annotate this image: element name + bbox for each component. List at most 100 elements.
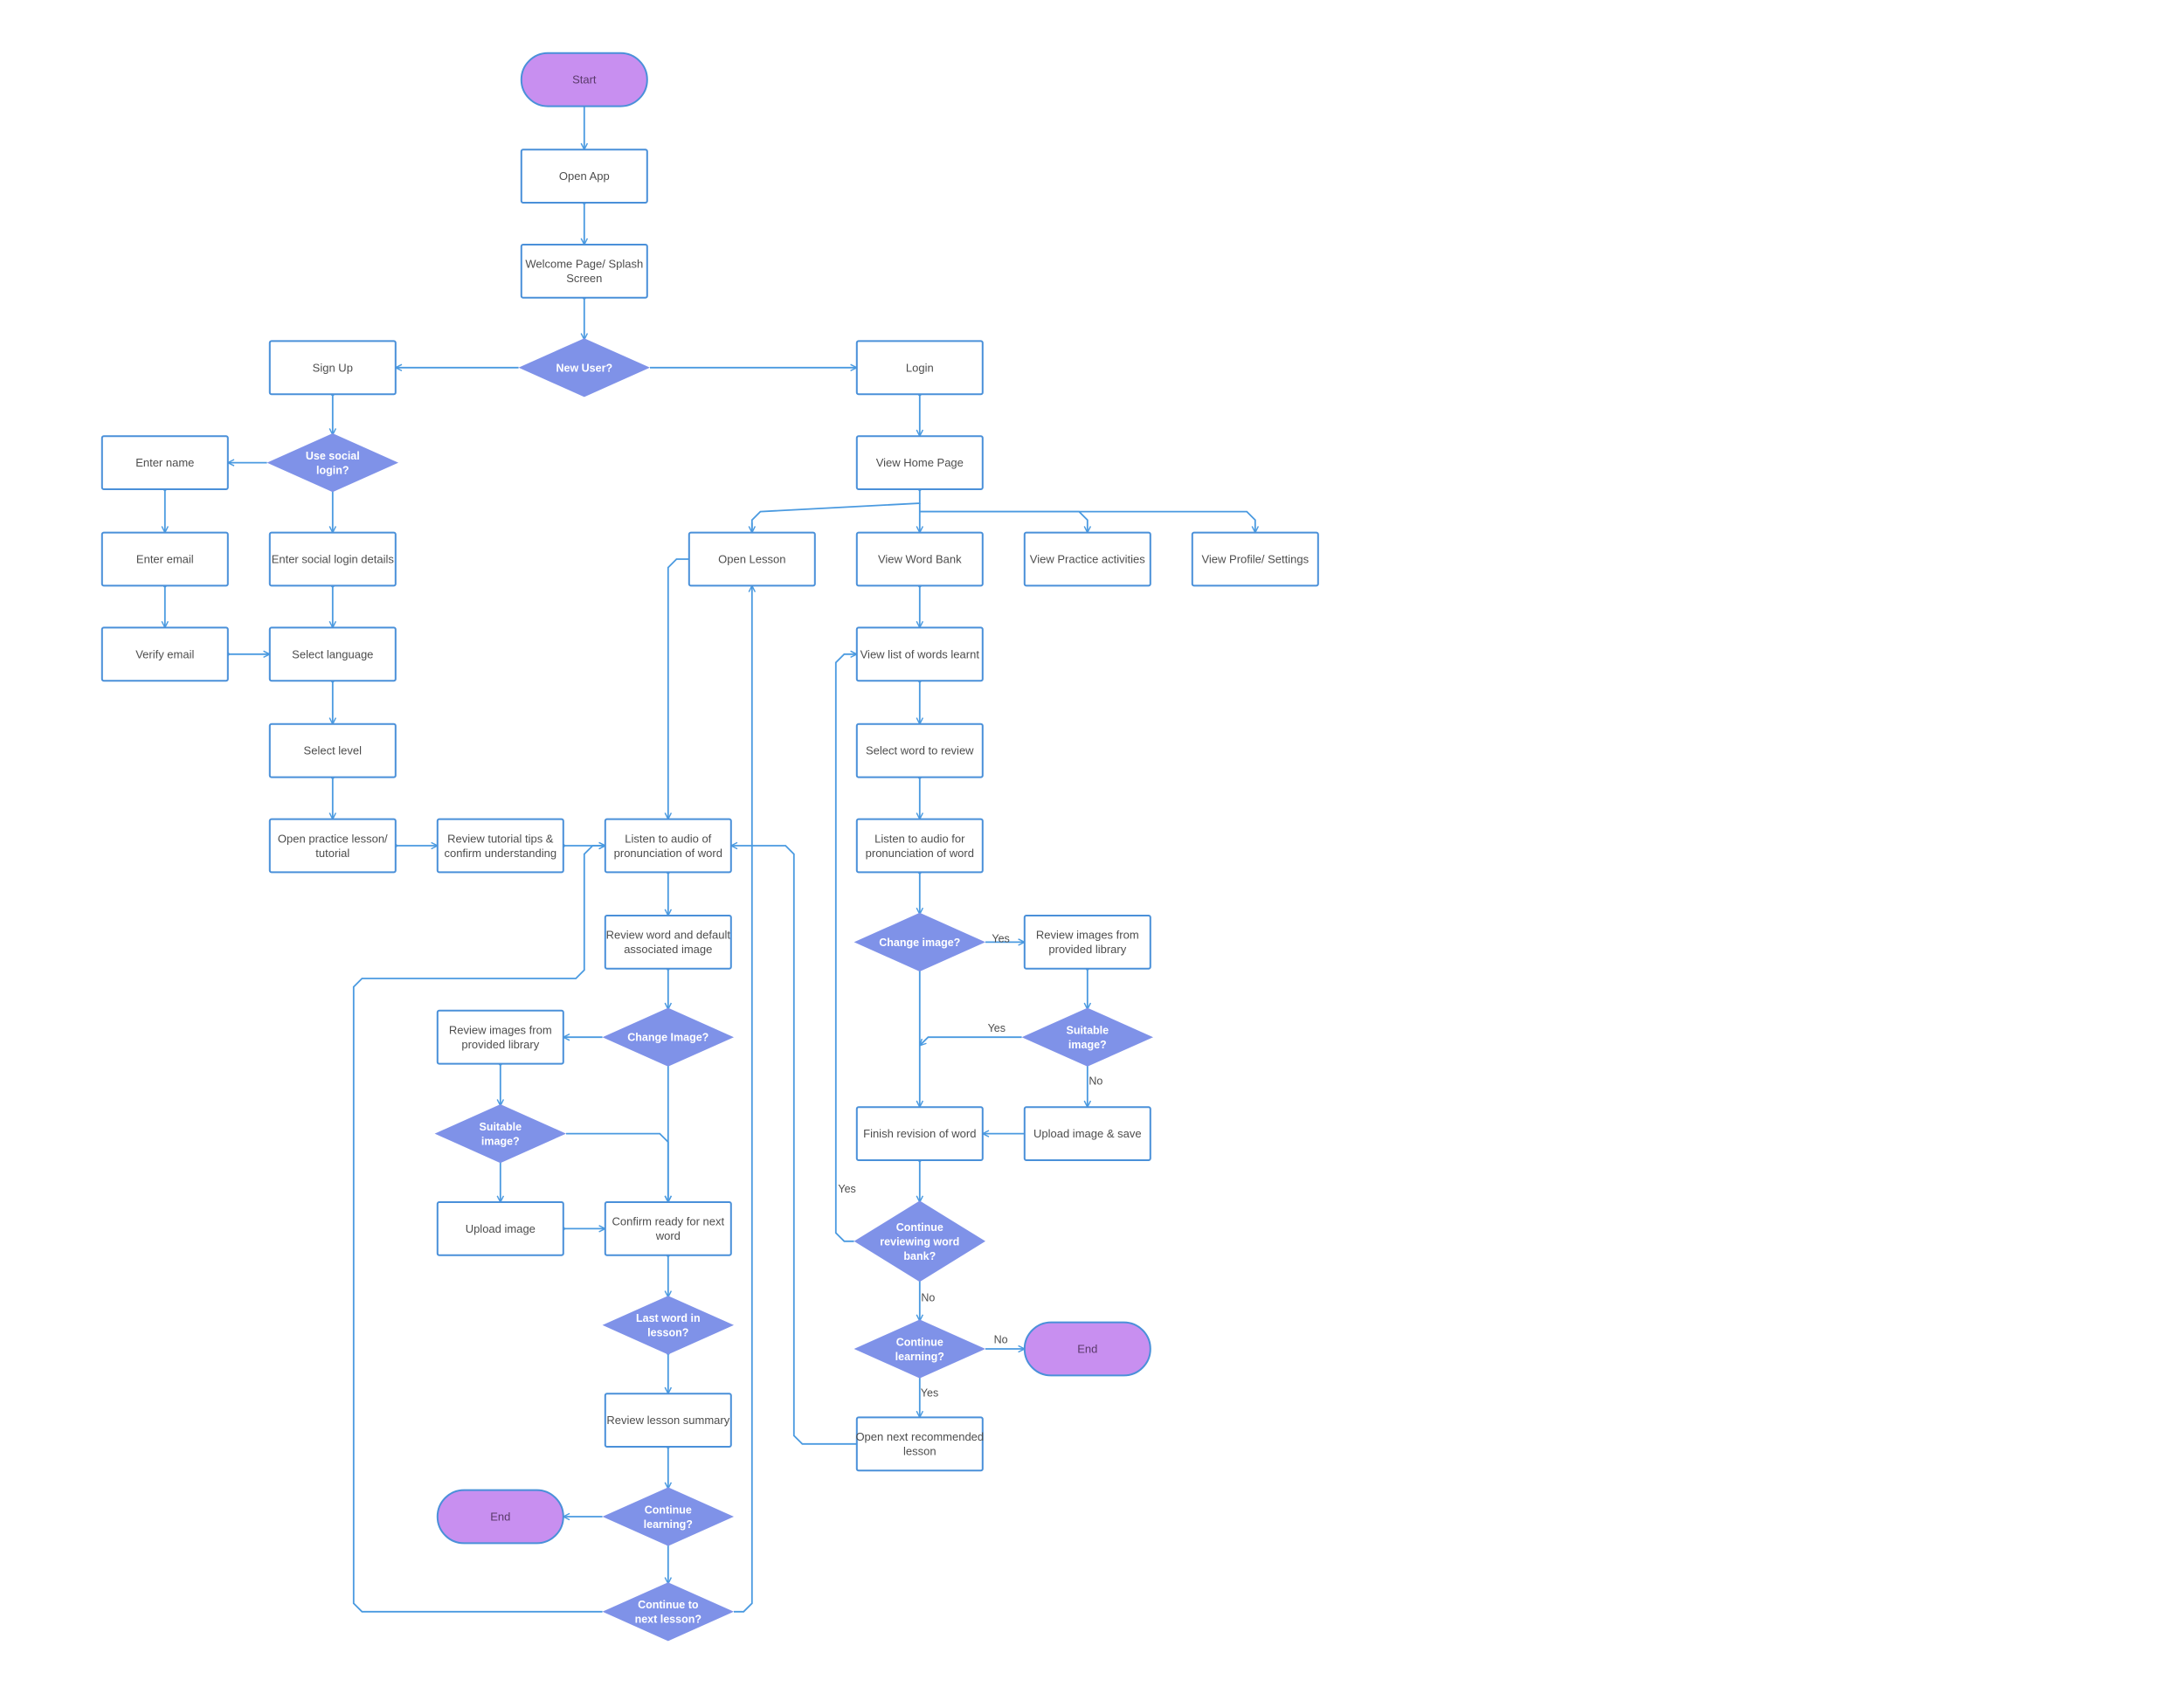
- process-box: [1023, 1106, 1151, 1161]
- node-label: Select level: [304, 744, 363, 757]
- node-label: Open App: [559, 169, 610, 183]
- edge-label-no-suitable-r: No: [1089, 1075, 1102, 1088]
- connector-suitable_r-finish: [920, 1036, 1022, 1046]
- node-label: Enter name: [135, 456, 194, 469]
- node-view-practice: View Practice activities: [1023, 531, 1151, 587]
- connector-open_next-listen_lesson: [731, 846, 857, 1445]
- process-box: [604, 818, 732, 874]
- process-box: [855, 531, 984, 587]
- process-box: [436, 1009, 564, 1065]
- node-label: Upload image & save: [1033, 1127, 1142, 1140]
- process-box: [855, 818, 984, 874]
- node-label: Select language: [292, 647, 373, 660]
- process-box: [100, 435, 229, 491]
- decision-diamond: [854, 1319, 985, 1379]
- decision-diamond: [854, 1200, 985, 1283]
- decision-diamond: [602, 1582, 734, 1642]
- node-label: Review lesson summary: [606, 1414, 729, 1427]
- node-label: End: [1077, 1343, 1097, 1356]
- node-view-profile: View Profile/ Settings: [1191, 531, 1319, 587]
- connector-suitable_l-confirm_next: [566, 1132, 668, 1202]
- process-box: [520, 149, 648, 204]
- connector-continue_next_lesson-listen_lesson: [352, 846, 605, 1613]
- terminal-box: [1023, 1321, 1151, 1377]
- connector-continue_reviewing-view_list: [834, 654, 857, 1242]
- node-enter-name: Enter name: [100, 435, 229, 491]
- node-change-image-l: Change Image?: [602, 1007, 734, 1067]
- process-box: [100, 626, 229, 682]
- node-label: Upload image: [466, 1222, 536, 1235]
- node-view-list: View list of words learnt: [855, 626, 984, 682]
- node-label: Enter email: [136, 553, 194, 566]
- edge-label-no-continue-learning-r: No: [994, 1334, 1008, 1346]
- process-box: [520, 244, 648, 299]
- node-social-details: Enter social login details: [268, 531, 397, 587]
- decision-diamond: [602, 1487, 734, 1546]
- node-label: Review tutorial tips &confirm understand…: [444, 832, 556, 860]
- node-view-word-bank: View Word Bank: [855, 531, 984, 587]
- node-start: Start: [520, 52, 648, 107]
- decision-diamond: [602, 1296, 734, 1355]
- edge-label-yes-continue-reviewing: Yes: [838, 1183, 855, 1195]
- process-box: [268, 723, 397, 778]
- node-label: Enter social login details: [272, 553, 395, 566]
- node-label: Open practice lesson/tutorial: [278, 832, 388, 860]
- node-label: Select word to review: [866, 744, 974, 757]
- connector-continue_next_lesson-open_lesson: [734, 585, 752, 1613]
- terminal-box: [436, 1489, 564, 1545]
- process-box: [604, 915, 732, 970]
- process-box: [855, 1416, 984, 1472]
- process-box: [268, 626, 397, 682]
- node-enter-email: Enter email: [100, 531, 229, 587]
- node-label: Login: [906, 361, 934, 374]
- node-label: Start: [572, 73, 597, 86]
- process-box: [604, 1201, 732, 1256]
- node-label: End: [490, 1511, 510, 1524]
- node-upload-image-l: Upload image: [436, 1201, 564, 1256]
- node-open-app: Open App: [520, 149, 648, 204]
- edge-label-no-continue-reviewing: No: [921, 1292, 935, 1304]
- edge-label-yes-change-r: Yes: [992, 932, 1009, 944]
- node-review-tips: Review tutorial tips &confirm understand…: [436, 818, 564, 874]
- process-box: [100, 531, 229, 587]
- node-label: View Practice activities: [1030, 553, 1145, 566]
- edge-label-yes-suitable-r: Yes: [988, 1022, 1006, 1034]
- node-new-user: New User?: [518, 338, 650, 398]
- process-box: [268, 818, 397, 874]
- decision-diamond: [1021, 1007, 1153, 1067]
- process-box: [855, 340, 984, 396]
- node-label: Verify email: [135, 647, 194, 660]
- node-label: Open Lesson: [718, 553, 785, 566]
- process-box: [436, 818, 564, 874]
- node-open-practice: Open practice lesson/tutorial: [268, 818, 397, 874]
- process-box: [855, 1106, 984, 1161]
- decision-diamond: [602, 1007, 734, 1067]
